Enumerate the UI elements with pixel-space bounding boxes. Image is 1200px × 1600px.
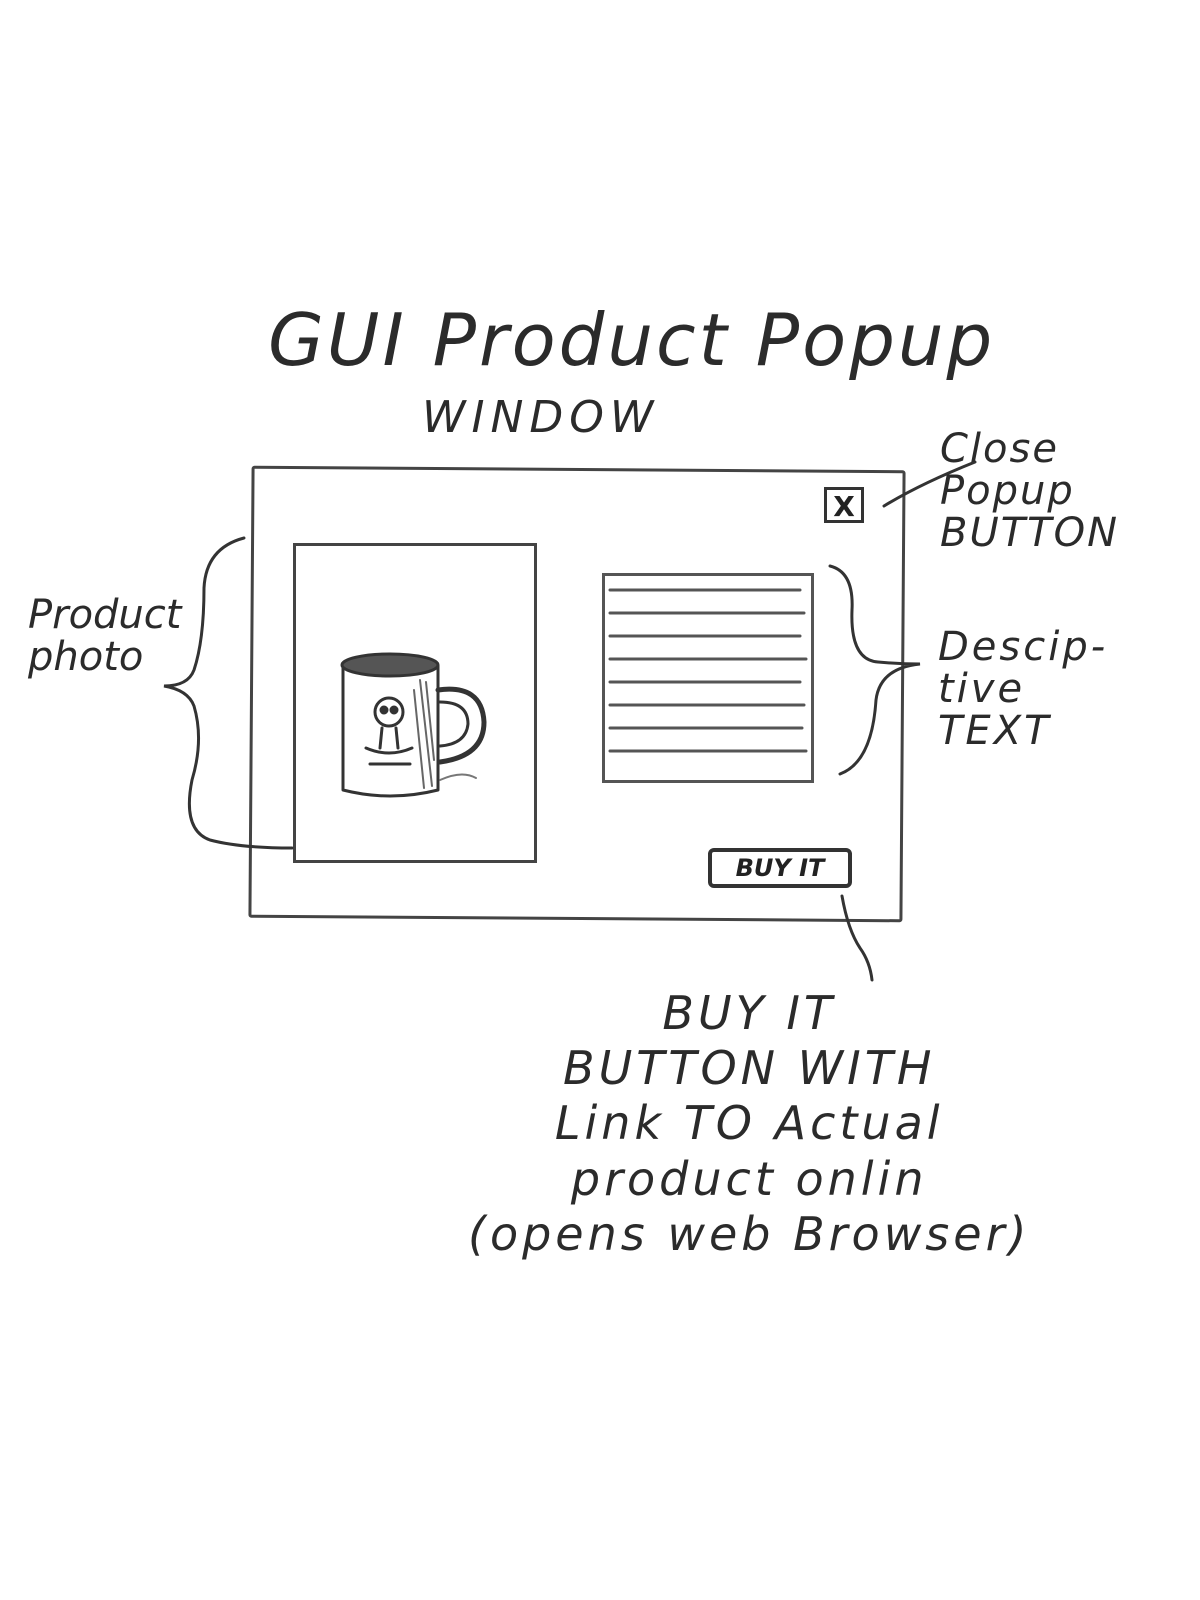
annotation-line: BUTTON WITH (563, 1041, 936, 1096)
annotation-close-popup-button: Close Popup BUTTON (940, 428, 1119, 554)
annotation-line: Popup (940, 468, 1075, 514)
annotation-line: TEXT (938, 708, 1052, 754)
diagram-subtitle: WINDOW (422, 392, 660, 443)
annotation-descriptive-text: Descip- tive TEXT (938, 626, 1108, 752)
product-photo-frame (293, 543, 537, 863)
annotation-line: BUTTON (940, 510, 1119, 556)
annotation-product-photo: Product photo (28, 594, 181, 678)
close-popup-button[interactable]: X (824, 487, 864, 523)
annotation-line: Close (940, 426, 1059, 472)
buy-it-button[interactable]: BUY IT (708, 848, 852, 888)
annotation-line: tive (938, 666, 1026, 712)
diagram-title: GUI Product Popup (268, 298, 996, 382)
annotation-line: product onlin (570, 1151, 928, 1206)
annotation-line: Link TO Actual (554, 1096, 944, 1151)
annotation-buy-it-button: BUY IT BUTTON WITH Link TO Actual produc… (468, 986, 1030, 1262)
annotation-line: BUY IT (662, 986, 837, 1040)
descriptive-text-box (602, 573, 814, 783)
annotation-line: Product (28, 592, 182, 638)
annotation-line: photo (28, 634, 144, 680)
close-icon: X (833, 490, 855, 523)
annotation-line: (opens web Browser) (468, 1206, 1031, 1261)
annotation-line: Descip- (938, 624, 1109, 670)
